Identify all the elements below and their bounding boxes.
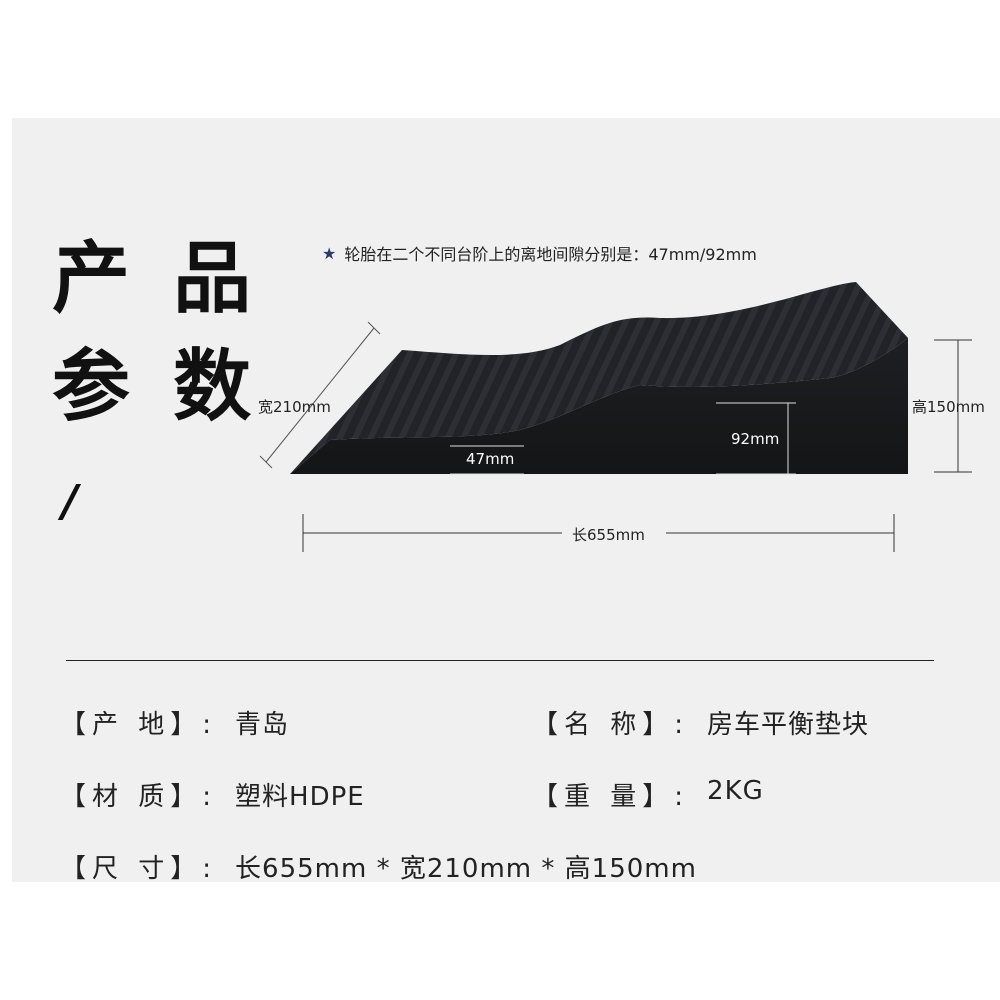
spec-weight-value: 2KG (707, 776, 764, 806)
content-panel (12, 118, 1000, 882)
clearance-high-label: 92mm (731, 430, 780, 448)
title-slash: / (62, 476, 79, 527)
title-line-1: 产 品 (52, 234, 260, 324)
spec-material: 【材 质】: 塑料HDPE (60, 776, 365, 813)
spec-material-value: 塑料HDPE (235, 782, 365, 812)
spec-name: 【名 称】: 房车平衡垫块 (532, 704, 869, 741)
width-label: 宽210mm (258, 398, 331, 416)
clearance-note: ★ 轮胎在二个不同台阶上的离地间隙分别是：47mm/92mm (322, 241, 757, 265)
clearance-low-label: 47mm (466, 450, 515, 468)
star-icon: ★ (322, 243, 337, 263)
spec-origin-label: 【产 地】: (60, 710, 218, 740)
spec-name-value: 房车平衡垫块 (707, 710, 870, 740)
clearance-note-text: 轮胎在二个不同台阶上的离地间隙分别是：47mm/92mm (344, 245, 757, 264)
ramp-top-surface (290, 282, 908, 474)
spec-material-label: 【材 质】: (60, 782, 218, 812)
height-label: 高150mm (912, 398, 985, 416)
spec-weight: 【重 量】: 2KG (532, 776, 764, 813)
title-line-2: 参 数 (52, 342, 260, 432)
spec-origin: 【产 地】: 青岛 (60, 704, 289, 741)
width-dimension-line (265, 327, 375, 463)
spec-size: 【尺 寸】: 长655mm * 宽210mm * 高150mm (60, 848, 697, 885)
length-label: 长655mm (572, 526, 645, 544)
section-divider (66, 660, 934, 661)
spec-origin-value: 青岛 (235, 710, 290, 740)
spec-size-label: 【尺 寸】: (60, 854, 218, 884)
ramp-front-side (290, 338, 908, 474)
spec-name-label: 【名 称】: (532, 710, 690, 740)
spec-weight-label: 【重 量】: (532, 782, 690, 812)
spec-size-value: 长655mm * 宽210mm * 高150mm (235, 854, 697, 884)
